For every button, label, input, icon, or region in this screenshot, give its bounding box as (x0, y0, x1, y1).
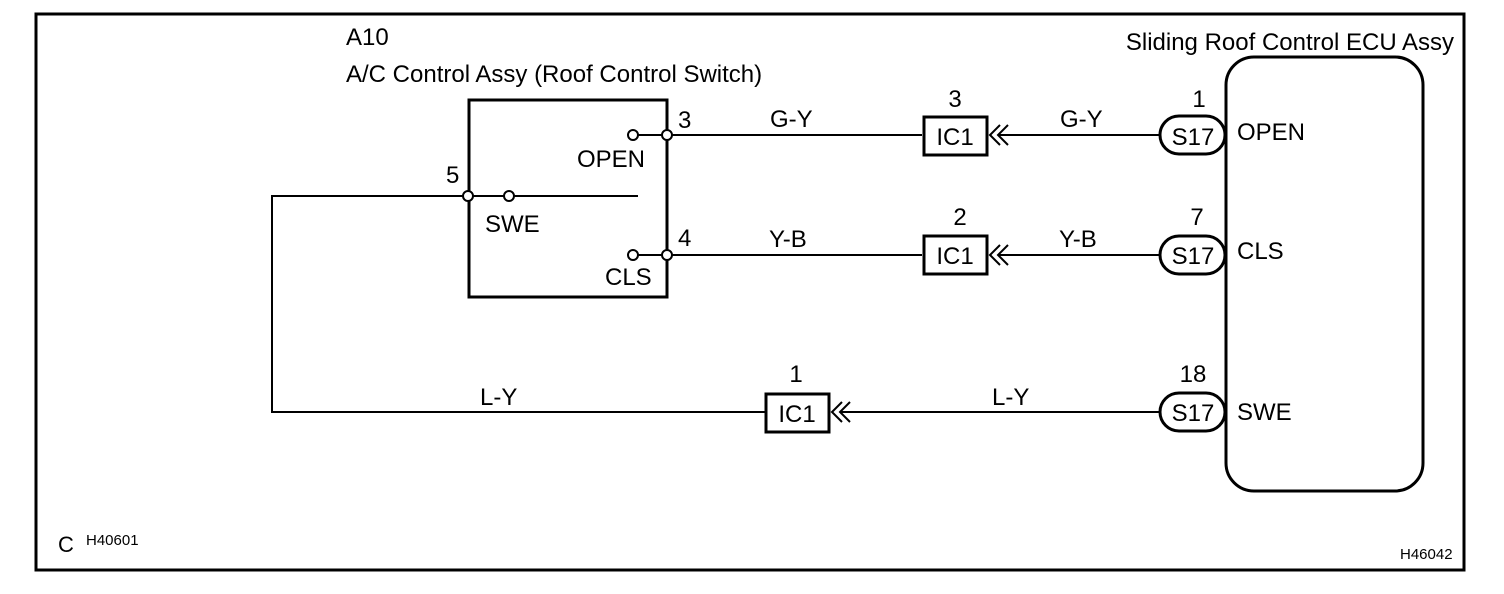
connector-ic1-cls-pin: 2 (953, 204, 966, 231)
switch-name: A/C Control Assy (Roof Control Switch) (346, 61, 762, 88)
connector-s17-cls-label: S17 (1172, 243, 1215, 270)
footer-right-code: H46042 (1400, 546, 1453, 563)
wire-open-left-color: G-Y (770, 106, 813, 133)
cls-contact (627, 249, 639, 261)
wire-swe-left-color: L-Y (480, 384, 517, 411)
connector-ic1-swe-label: IC1 (778, 401, 815, 428)
terminal-4-pin (661, 249, 673, 261)
wire-swe-left (271, 195, 765, 413)
connector-s17-cls-pin: 7 (1190, 204, 1203, 231)
footer-letter: C (58, 532, 74, 557)
connector-s17-swe-label: S17 (1172, 400, 1215, 427)
connector-ic1-swe (764, 392, 831, 434)
wire-swe-right-color: L-Y (992, 384, 1029, 411)
wire-open-right-color: G-Y (1060, 106, 1103, 133)
circuit-open: G-Y IC1 3 G-Y S17 1 (672, 86, 1227, 157)
ecu-cls-label: CLS (1237, 238, 1284, 265)
terminal-3-label: 3 (678, 107, 691, 134)
ecu-open-label: OPEN (1237, 119, 1305, 146)
connector-ic1-swe-pin: 1 (789, 361, 802, 388)
connector-ic1-open-label: IC1 (936, 124, 973, 151)
switch-cls-label: CLS (605, 264, 652, 291)
connector-ic1-open (922, 115, 989, 157)
terminal-4-label: 4 (678, 225, 691, 252)
connector-s17-open-label: S17 (1172, 124, 1215, 151)
connector-ic1-cls (922, 234, 989, 276)
swe-contact (503, 190, 515, 202)
terminal-5-pin (462, 190, 474, 202)
ecu-swe-label: SWE (1237, 399, 1292, 426)
diagram-frame (34, 12, 1466, 572)
ecu-box (1224, 55, 1425, 493)
terminal-3-pin (661, 129, 673, 141)
switch-internals (467, 129, 662, 261)
circuit-cls: Y-B IC1 2 Y-B S17 7 (672, 204, 1227, 276)
wire-cls-left-color: Y-B (769, 226, 807, 253)
ecu-name: Sliding Roof Control ECU Assy (1126, 29, 1454, 56)
footer-left-code: H40601 (86, 532, 139, 549)
connector-s17-open-pin: 1 (1192, 86, 1205, 113)
connector-s17-swe-pin: 18 (1180, 361, 1207, 388)
connector-ic1-cls-label: IC1 (936, 243, 973, 270)
connector-ic1-open-pin: 3 (948, 86, 961, 113)
open-contact (627, 129, 639, 141)
terminal-5-label: 5 (446, 162, 459, 189)
switch-open-label: OPEN (577, 146, 645, 173)
switch-code: A10 (346, 24, 389, 51)
wire-cls-right-color: Y-B (1059, 226, 1097, 253)
switch-swe-label: SWE (485, 211, 540, 238)
